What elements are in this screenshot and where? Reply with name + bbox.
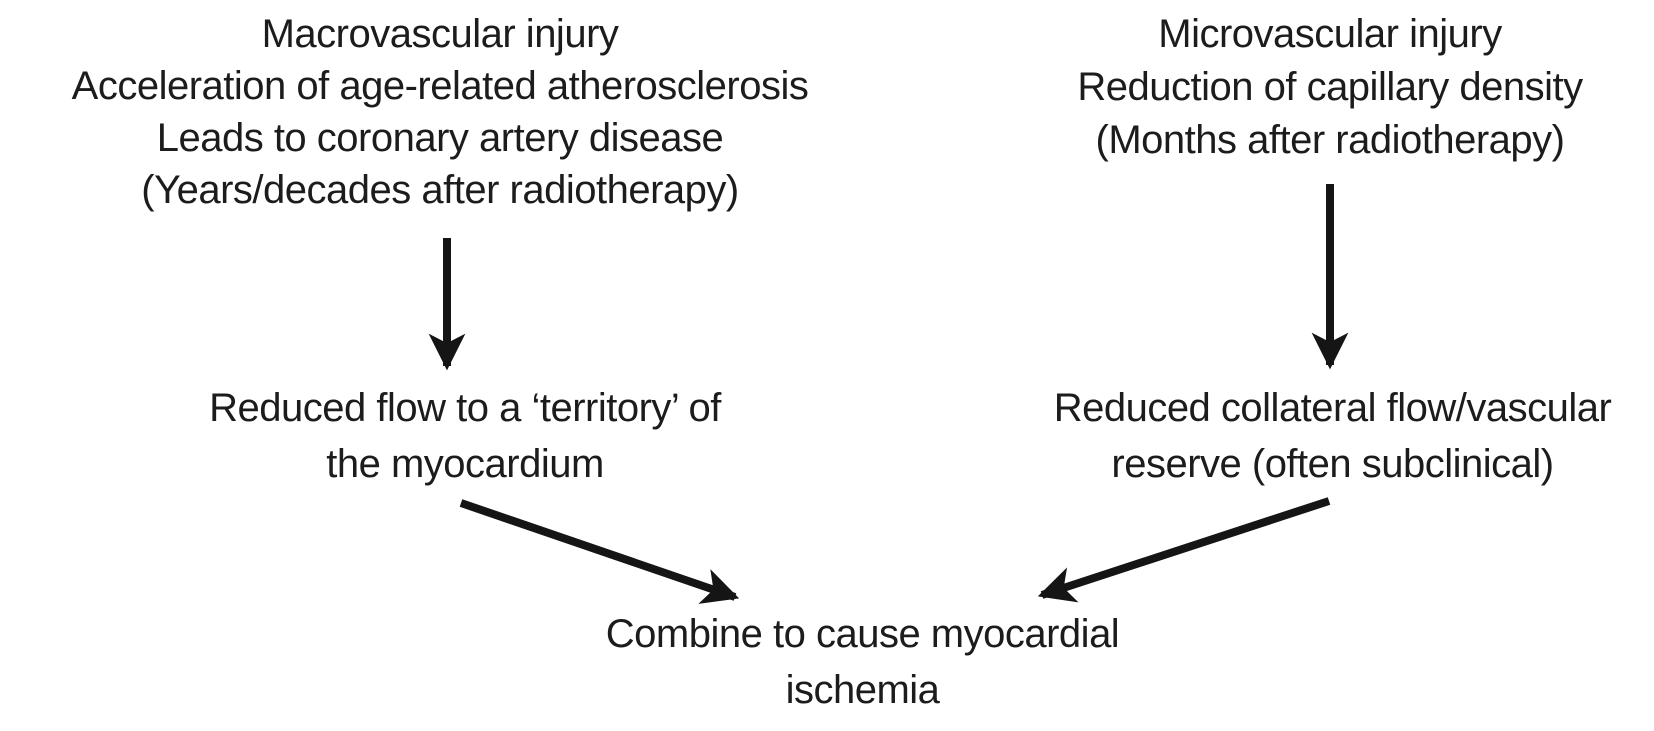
node-line: Reduced collateral flow/vascular (1053, 386, 1612, 430)
node-macrovascular-injury: Macrovascular injury Acceleration of age… (20, 8, 860, 216)
node-reduced-collateral-flow: Reduced collateral flow/vascular reserve… (1020, 380, 1645, 492)
node-line: ischemia (785, 668, 940, 712)
node-line: Microvascular injury (1158, 12, 1502, 56)
arrow-reduced-collateral-to-combine (1037, 497, 1331, 603)
node-line: Reduced flow to a ‘territory’ of (209, 386, 721, 430)
node-line: (Years/decades after radiotherapy) (141, 168, 739, 212)
node-line: Combine to cause myocardial (605, 612, 1120, 656)
arrow-reduced-flow-to-combine (459, 499, 740, 604)
node-reduced-flow: Reduced flow to a ‘territory’ of the myo… (155, 380, 775, 492)
node-combine-myocardial-ischemia: Combine to cause myocardial ischemia (590, 606, 1135, 718)
node-line: Reduction of capillary density (1077, 65, 1583, 109)
node-line: reserve (often subclinical) (1111, 442, 1554, 486)
node-microvascular-injury: Microvascular injury Reduction of capill… (1015, 8, 1645, 167)
node-line: the myocardium (326, 442, 604, 486)
node-line: Macrovascular injury (261, 12, 619, 56)
node-line: Acceleration of age-related atherosclero… (71, 64, 809, 108)
node-line: (Months after radiotherapy) (1095, 118, 1565, 162)
node-line: Leads to coronary artery disease (156, 116, 724, 160)
